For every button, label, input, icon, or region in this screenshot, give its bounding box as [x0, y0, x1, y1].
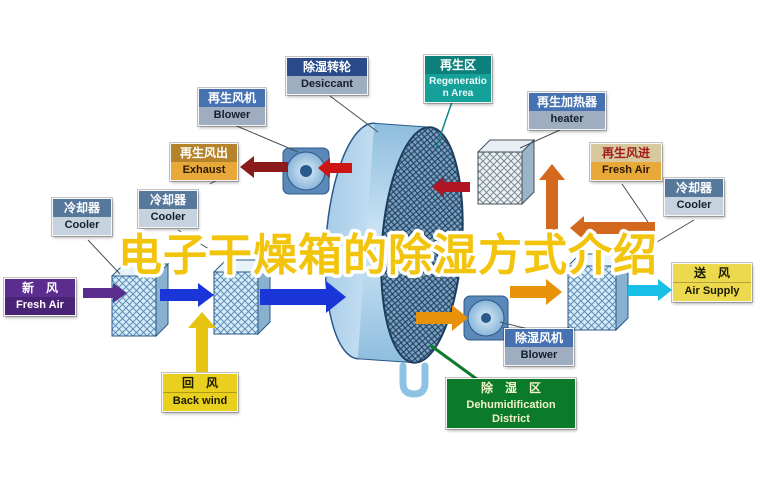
cooler-left-front-face: [111, 275, 157, 337]
rotor-edge-bottom: [357, 358, 414, 364]
label-regen-blower-zh: 再生风机: [199, 89, 265, 108]
label-heater-en: heater: [529, 111, 605, 129]
label-regen-blower-en: Blower: [199, 107, 265, 125]
to-heater-arrow: [539, 164, 565, 232]
label-dehum-district: 除 湿 区 Dehumidification District: [446, 378, 576, 429]
label-fresh-air-zh: 新 风: [5, 279, 75, 298]
dehum-blower-hub: [481, 313, 491, 323]
heater-to-rotor-arrow: [432, 177, 470, 197]
label-desiccant-zh: 除湿转轮: [287, 58, 367, 77]
label-cooler-mid: 冷却器 Cooler: [138, 190, 198, 228]
regen-blower-fan: [282, 147, 330, 195]
cooler-box-left: [110, 262, 170, 338]
label-cooler-right-en: Cooler: [665, 197, 723, 215]
label-connectors: [87, 95, 695, 382]
heater-box: [476, 138, 536, 206]
dehum-blower-fan: [463, 295, 509, 341]
label-regen-area: 再生区 Regeneration Area: [424, 55, 492, 104]
cooler-right-side-face: [615, 252, 629, 332]
label-air-supply-zh: 送 风: [673, 264, 751, 283]
connector-regen-area: [435, 101, 453, 149]
label-cooler-mid-zh: 冷却器: [139, 191, 197, 210]
label-desiccant: 除湿转轮 Desiccant: [286, 57, 368, 95]
desiccant-rotor: [324, 122, 464, 364]
label-heater-zh: 再生加热器: [529, 93, 605, 112]
label-regen-area-en: Regeneration Area: [425, 74, 491, 103]
label-cooler-left-en: Cooler: [53, 217, 111, 235]
label-exhaust: 再生风出 Exhaust: [170, 143, 238, 181]
label-regen-fresh-air: 再生风进 Fresh Air: [590, 143, 662, 181]
regen-intake-arrow: [570, 216, 655, 240]
label-cooler-mid-en: Cooler: [139, 209, 197, 227]
heater-front-face: [477, 151, 523, 205]
regen-blower-hub: [300, 165, 312, 177]
air-supply-arrow: [628, 279, 672, 301]
label-dehum-district-zh: 除 湿 区: [447, 379, 575, 398]
label-dehum-blower: 除湿风机 Blower: [504, 328, 574, 366]
label-exhaust-en: Exhaust: [171, 162, 237, 180]
label-air-supply-en: Air Supply: [673, 282, 751, 301]
exhaust-arrow: [240, 156, 288, 178]
rotor-to-regen-blower-arrow: [318, 158, 352, 178]
label-cooler-right: 冷却器 Cooler: [664, 178, 724, 216]
label-dehum-blower-zh: 除湿风机: [505, 329, 573, 348]
connector-desiccant: [329, 95, 379, 133]
label-cooler-left: 冷却器 Cooler: [52, 198, 112, 236]
label-fresh-air-en: Fresh Air: [5, 297, 75, 315]
label-back-wind-en: Back wind: [163, 392, 237, 411]
label-dehum-blower-en: Blower: [505, 347, 573, 365]
cooler-mid-front-face: [213, 271, 259, 335]
cooler-to-cooler-arrow: [160, 283, 214, 307]
cooler-box-mid: [212, 258, 272, 336]
connector-heater: [519, 129, 561, 149]
label-fresh-air: 新 风 Fresh Air: [4, 278, 76, 316]
fresh-air-arrow: [83, 283, 127, 303]
cooler-right-front-face: [567, 265, 617, 331]
label-cooler-right-zh: 冷却器: [665, 179, 723, 198]
label-exhaust-zh: 再生风出: [171, 144, 237, 163]
back-wind-arrow: [188, 312, 216, 372]
heater-side-face: [521, 138, 535, 206]
connector-regen-fresh-air: [621, 183, 649, 223]
rotor-edge-top: [374, 122, 431, 128]
connector-cooler-left: [87, 239, 121, 275]
label-regen-blower: 再生风机 Blower: [198, 88, 266, 126]
rotor-to-blower-arrow: [416, 305, 468, 331]
label-cooler-left-zh: 冷却器: [53, 199, 111, 218]
label-regen-area-zh: 再生区: [425, 56, 491, 75]
rotor-bracket: [399, 362, 429, 398]
connector-dehum-district: [429, 343, 479, 382]
cooler-box-right: [566, 252, 630, 332]
label-regen-fresh-air-en: Fresh Air: [591, 162, 661, 180]
label-desiccant-en: Desiccant: [287, 76, 367, 94]
label-back-wind-zh: 回 风: [163, 374, 237, 393]
cooler-to-rotor-arrow: [260, 281, 346, 313]
label-heater: 再生加热器 heater: [528, 92, 606, 130]
connector-cooler-mid: [177, 229, 231, 263]
label-regen-fresh-air-zh: 再生风进: [591, 144, 661, 163]
label-back-wind: 回 风 Back wind: [162, 373, 238, 412]
blower-to-cooler-arrow: [510, 279, 562, 305]
connector-cooler-right: [629, 219, 695, 259]
label-dehum-district-en: Dehumidification District: [447, 397, 575, 428]
connector-regen-blower: [231, 123, 299, 153]
label-air-supply: 送 风 Air Supply: [672, 263, 752, 302]
